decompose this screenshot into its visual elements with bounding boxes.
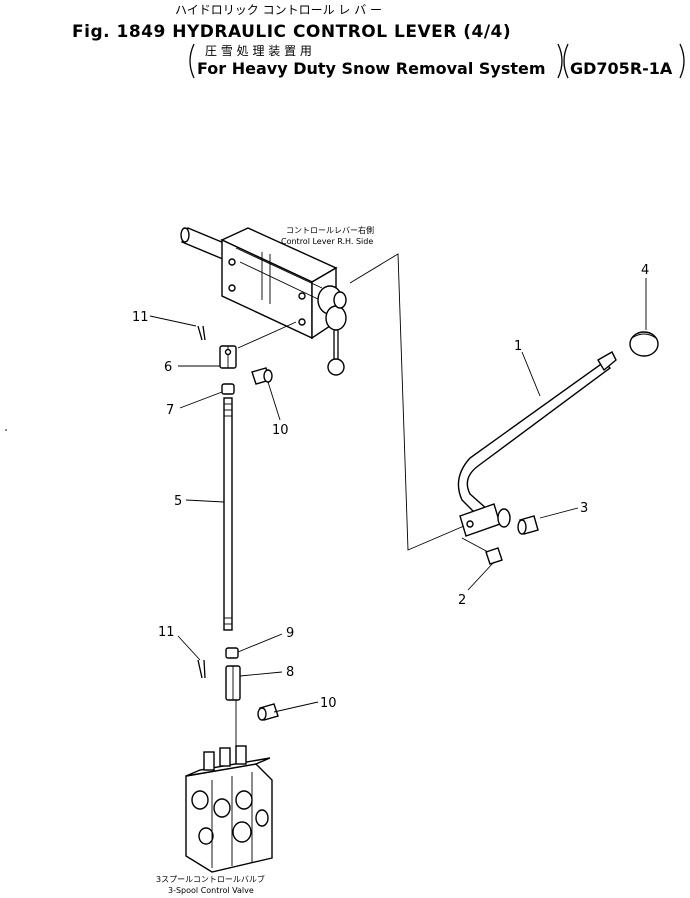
svg-text:3: 3 — [580, 501, 588, 516]
three-spool-control-valve — [185, 745, 273, 873]
callout-2: 2 — [458, 561, 495, 608]
svg-text:1: 1 — [514, 339, 522, 354]
lock-nut-lower — [225, 647, 239, 659]
callout-1: 1 — [514, 339, 541, 397]
lever-caption-jp: コントロールレバー右側 — [286, 225, 374, 235]
svg-text:7: 7 — [166, 403, 174, 418]
leader-bracket-to-clevis — [237, 321, 297, 349]
svg-text:4: 4 — [641, 263, 649, 278]
callout-5: 5 — [174, 494, 225, 509]
subtitle-close-paren — [557, 43, 563, 79]
model-open-paren — [563, 43, 569, 79]
leader-lever-to-part1 — [349, 253, 465, 551]
svg-text:5: 5 — [174, 494, 182, 509]
svg-text:11: 11 — [132, 310, 149, 325]
callout-8: 8 — [239, 665, 294, 680]
figure-title: Fig. 1849 HYDRAULIC CONTROL LEVER (4/4) — [72, 22, 511, 42]
svg-text:8: 8 — [286, 665, 294, 680]
subtitle: For Heavy Duty Snow Removal System — [197, 59, 546, 78]
lock-nut-upper — [221, 383, 235, 395]
scan-speck — [5, 429, 7, 431]
bushing — [517, 515, 539, 535]
model-code: GD705R-1A — [570, 59, 673, 78]
callout-10-upper: 10 — [267, 381, 289, 438]
clevis-lower — [225, 665, 241, 701]
cotter-pin-lower — [197, 659, 206, 679]
callout-6: 6 — [164, 360, 220, 375]
control-lever-rh-side — [180, 227, 347, 376]
pin-guide-line — [461, 537, 489, 553]
lever-knob — [629, 331, 659, 357]
callout-11-upper: 11 — [132, 310, 197, 327]
lever-pin — [485, 547, 503, 565]
lever — [457, 351, 617, 537]
svg-text:2: 2 — [458, 593, 466, 608]
japanese-title: ハイドロリック コントロール レ バ ー — [175, 3, 382, 17]
japanese-subtitle: 圧 雪 処 理 装 置 用 — [205, 44, 312, 58]
subtitle-open-paren — [189, 43, 195, 79]
clevis-pin-lower — [257, 703, 279, 721]
cotter-pin-upper — [197, 325, 206, 341]
clevis-pin-upper — [251, 367, 273, 385]
clevis-upper — [219, 345, 237, 369]
callout-3: 3 — [539, 501, 588, 519]
svg-text:10: 10 — [272, 423, 289, 438]
model-close-paren — [679, 43, 685, 79]
svg-text:9: 9 — [286, 626, 294, 641]
callout-4: 4 — [641, 263, 649, 330]
valve-caption-en: 3-Spool Control Valve — [168, 886, 254, 895]
control-rod — [223, 397, 233, 631]
svg-text:11: 11 — [158, 625, 175, 640]
valve-caption-jp: 3スプールコントロールバルブ — [156, 874, 265, 884]
callout-7: 7 — [166, 391, 223, 418]
svg-text:10: 10 — [320, 696, 337, 711]
callout-9: 9 — [237, 626, 294, 653]
lever-caption-en: Control Lever R.H. Side — [281, 237, 373, 246]
callout-10-lower: 10 — [273, 696, 337, 713]
callout-11-lower: 11 — [158, 625, 201, 661]
svg-text:6: 6 — [164, 360, 172, 375]
